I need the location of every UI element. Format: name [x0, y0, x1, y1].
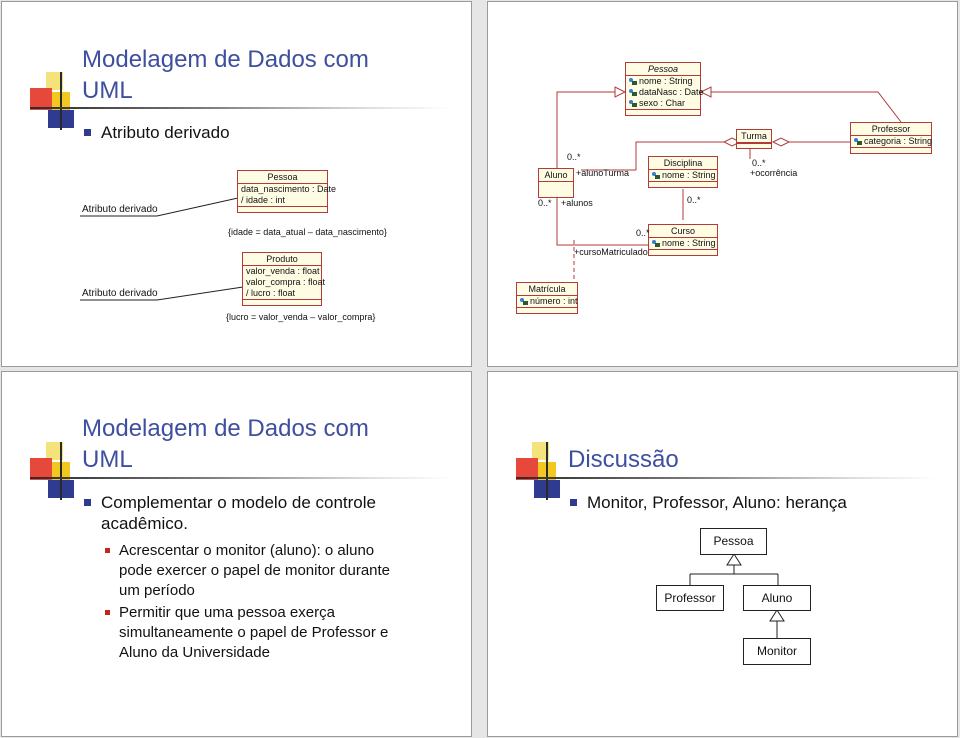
class-box-aluno: Aluno — [743, 585, 811, 611]
uml-class-turma: Turma — [736, 129, 772, 149]
class-attr: valor_venda : float — [246, 266, 320, 276]
class-attr: categoria : String — [851, 136, 932, 147]
class-attr: nome : String — [626, 76, 700, 87]
slide-title: Discussão — [568, 446, 679, 473]
uml-class-aluno: Aluno — [538, 168, 574, 198]
bullet-item: Complementar o modelo de controle acadêm… — [84, 492, 376, 534]
uml-class-pessoa: Pessoa nome : String dataNasc : Date sex… — [625, 62, 704, 116]
slide1-connectors — [80, 197, 244, 301]
attribute-icon — [854, 138, 862, 145]
slide-title-line2: UML — [82, 77, 133, 104]
title-decoration — [516, 442, 936, 502]
class-box-professor: Professor — [656, 585, 724, 611]
class-box-pessoa: Pessoa — [700, 528, 767, 555]
class-name: Aluno — [539, 169, 573, 182]
class-name: Curso — [649, 225, 717, 238]
inheritance-diagram-lines — [689, 553, 785, 638]
derived-attr-label-1: Atributo derivado — [82, 204, 158, 215]
sub-bullet-icon — [105, 610, 110, 615]
multiplicity-label: 0..* — [687, 195, 701, 205]
bullet-text-cont: acadêmico. — [101, 514, 188, 533]
title-decoration — [30, 442, 450, 502]
role-label: +alunoTurma — [576, 168, 629, 178]
slide-3: Modelagem de Dados com UML Complementar … — [1, 371, 472, 737]
attribute-icon — [520, 298, 528, 305]
class-attr: valor_compra : float — [246, 277, 326, 287]
role-label: +cursoMatriculado — [574, 247, 648, 257]
attribute-icon — [629, 89, 637, 96]
attribute-icon — [652, 240, 660, 247]
derived-attr-label-2: Atributo derivado — [82, 288, 158, 299]
class-name: Produto — [243, 253, 321, 266]
slide-title-line1: Modelagem de Dados com — [82, 46, 369, 73]
constraint-idade: {idade = data_atual – data_nascimento} — [228, 227, 387, 237]
multiplicity-label: 0..* — [752, 158, 766, 168]
attribute-icon — [629, 78, 637, 85]
multiplicity-label: 0..* — [567, 152, 581, 162]
multiplicity-label: 0..* — [636, 228, 650, 238]
multiplicity-label: 0..* — [538, 198, 552, 208]
class-attr: sexo : Char — [626, 98, 700, 109]
role-label: +ocorrência — [750, 168, 798, 178]
sub-bullet-icon — [105, 548, 110, 553]
constraint-lucro: {lucro = valor_venda – valor_compra} — [226, 312, 376, 322]
slide-title: Modelagem de Dados com UML — [82, 44, 369, 106]
slide-title: Modelagem de Dados com UML — [82, 413, 369, 475]
class-name: Pessoa — [238, 171, 327, 184]
class-name: Matrícula — [517, 283, 577, 296]
class-attr: dataNasc : Date — [626, 87, 704, 98]
attribute-icon — [652, 172, 660, 179]
class-name: Disciplina — [649, 157, 717, 170]
sub-bullet-1: Acrescentar o monitor (aluno): o aluno p… — [105, 541, 390, 601]
uml-class-matricula: Matrícula número : int — [516, 282, 578, 314]
class-attr: nome : String — [649, 170, 717, 181]
slide-title-line2: UML — [82, 446, 133, 473]
class-name: Professor — [851, 123, 931, 136]
class-attr: número : int — [517, 296, 578, 307]
bullet-item: Atributo derivado — [84, 122, 230, 143]
class-attr: nome : String — [649, 238, 717, 249]
slide-2: Pessoa nome : String dataNasc : Date sex… — [487, 1, 958, 367]
uml-class-professor: Professor categoria : String — [850, 122, 932, 154]
bullet-text: Atributo derivado — [101, 123, 230, 142]
class-attr: / lucro : float — [246, 288, 296, 298]
bullet-item: Monitor, Professor, Aluno: herança — [570, 492, 847, 513]
class-attr: / idade : int — [241, 195, 286, 205]
bullet-icon — [84, 129, 91, 136]
slide-title-line1: Modelagem de Dados com — [82, 415, 369, 442]
class-attr: data_nascimento : Date — [241, 184, 337, 194]
uml-class-curso: Curso nome : String — [648, 224, 718, 256]
class-name: Turma — [737, 130, 771, 143]
uml-class-produto: Produto valor_venda : float valor_compra… — [242, 252, 326, 306]
uml-class-disciplina: Disciplina nome : String — [648, 156, 718, 188]
slide-1: Modelagem de Dados com UML Atributo deri… — [1, 1, 472, 367]
title-decoration — [30, 72, 450, 132]
bullet-text: Complementar o modelo de controle — [101, 493, 376, 512]
sub-bullet-2: Permitir que uma pessoa exerça simultane… — [105, 603, 388, 663]
role-label: +alunos — [561, 198, 593, 208]
uml-class-pessoa: Pessoa data_nascimento : Date / idade : … — [237, 170, 337, 213]
bullet-icon — [570, 499, 577, 506]
class-box-monitor: Monitor — [743, 638, 811, 665]
slide-4: Discussão Monitor, Professor, Aluno: her… — [487, 371, 958, 737]
bullet-text: Monitor, Professor, Aluno: herança — [587, 493, 847, 512]
bullet-icon — [84, 499, 91, 506]
class-name: Pessoa — [626, 63, 700, 76]
attribute-icon — [629, 100, 637, 107]
